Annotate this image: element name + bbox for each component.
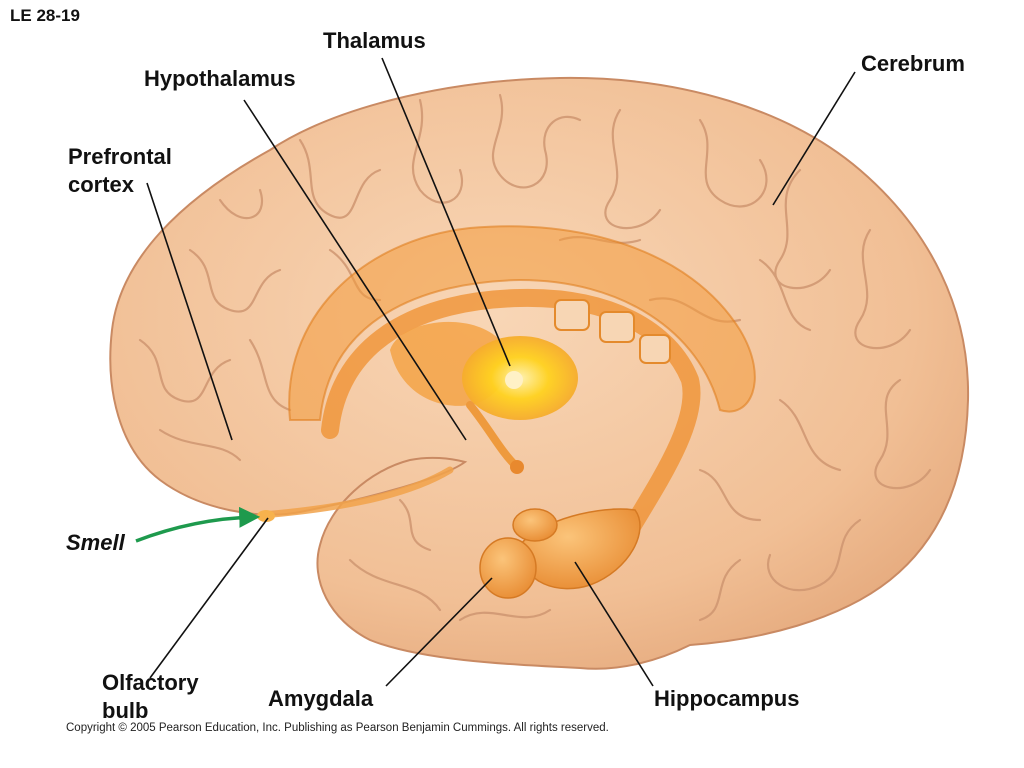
label-thalamus: Thalamus <box>323 28 426 53</box>
copyright-notice: Copyright © 2005 Pearson Education, Inc.… <box>66 722 609 734</box>
olfactory-bulb-shape <box>257 510 275 522</box>
label-prefrontal-line1: Prefrontal <box>68 144 172 169</box>
label-prefrontal-line2: cortex <box>68 172 135 197</box>
label-hypothalamus: Hypothalamus <box>144 66 296 91</box>
label-cerebrum: Cerebrum <box>861 51 965 76</box>
smell-arrow <box>135 506 261 543</box>
leader-lines <box>146 57 856 687</box>
figure-id: LE 28-19 <box>10 6 80 25</box>
leader-prefrontal <box>146 182 233 441</box>
leader-hypothalamus <box>243 99 467 441</box>
leader-thalamus <box>381 57 511 367</box>
leader-cerebrum <box>772 71 856 206</box>
label-smell: Smell <box>66 530 125 555</box>
label-olfactory-line2: bulb <box>102 698 149 723</box>
label-olfactory-line1: Olfactory <box>102 670 199 695</box>
pituitary <box>510 460 524 474</box>
thalamus-highlight <box>505 371 523 389</box>
pituitary-stalk <box>466 401 519 469</box>
label-amygdala: Amygdala <box>268 686 374 711</box>
leader-amygdala <box>385 577 493 687</box>
olfactory-tract <box>258 466 454 519</box>
leader-olfactory <box>149 517 269 679</box>
label-hippocampus: Hippocampus <box>654 686 800 711</box>
fornix-windows <box>554 299 671 364</box>
cingulate-arc <box>288 225 756 421</box>
amygdala-shape <box>479 537 537 599</box>
leader-hippocampus <box>574 561 654 687</box>
amygdala-upper <box>512 508 558 542</box>
gyri-pattern <box>138 93 932 622</box>
